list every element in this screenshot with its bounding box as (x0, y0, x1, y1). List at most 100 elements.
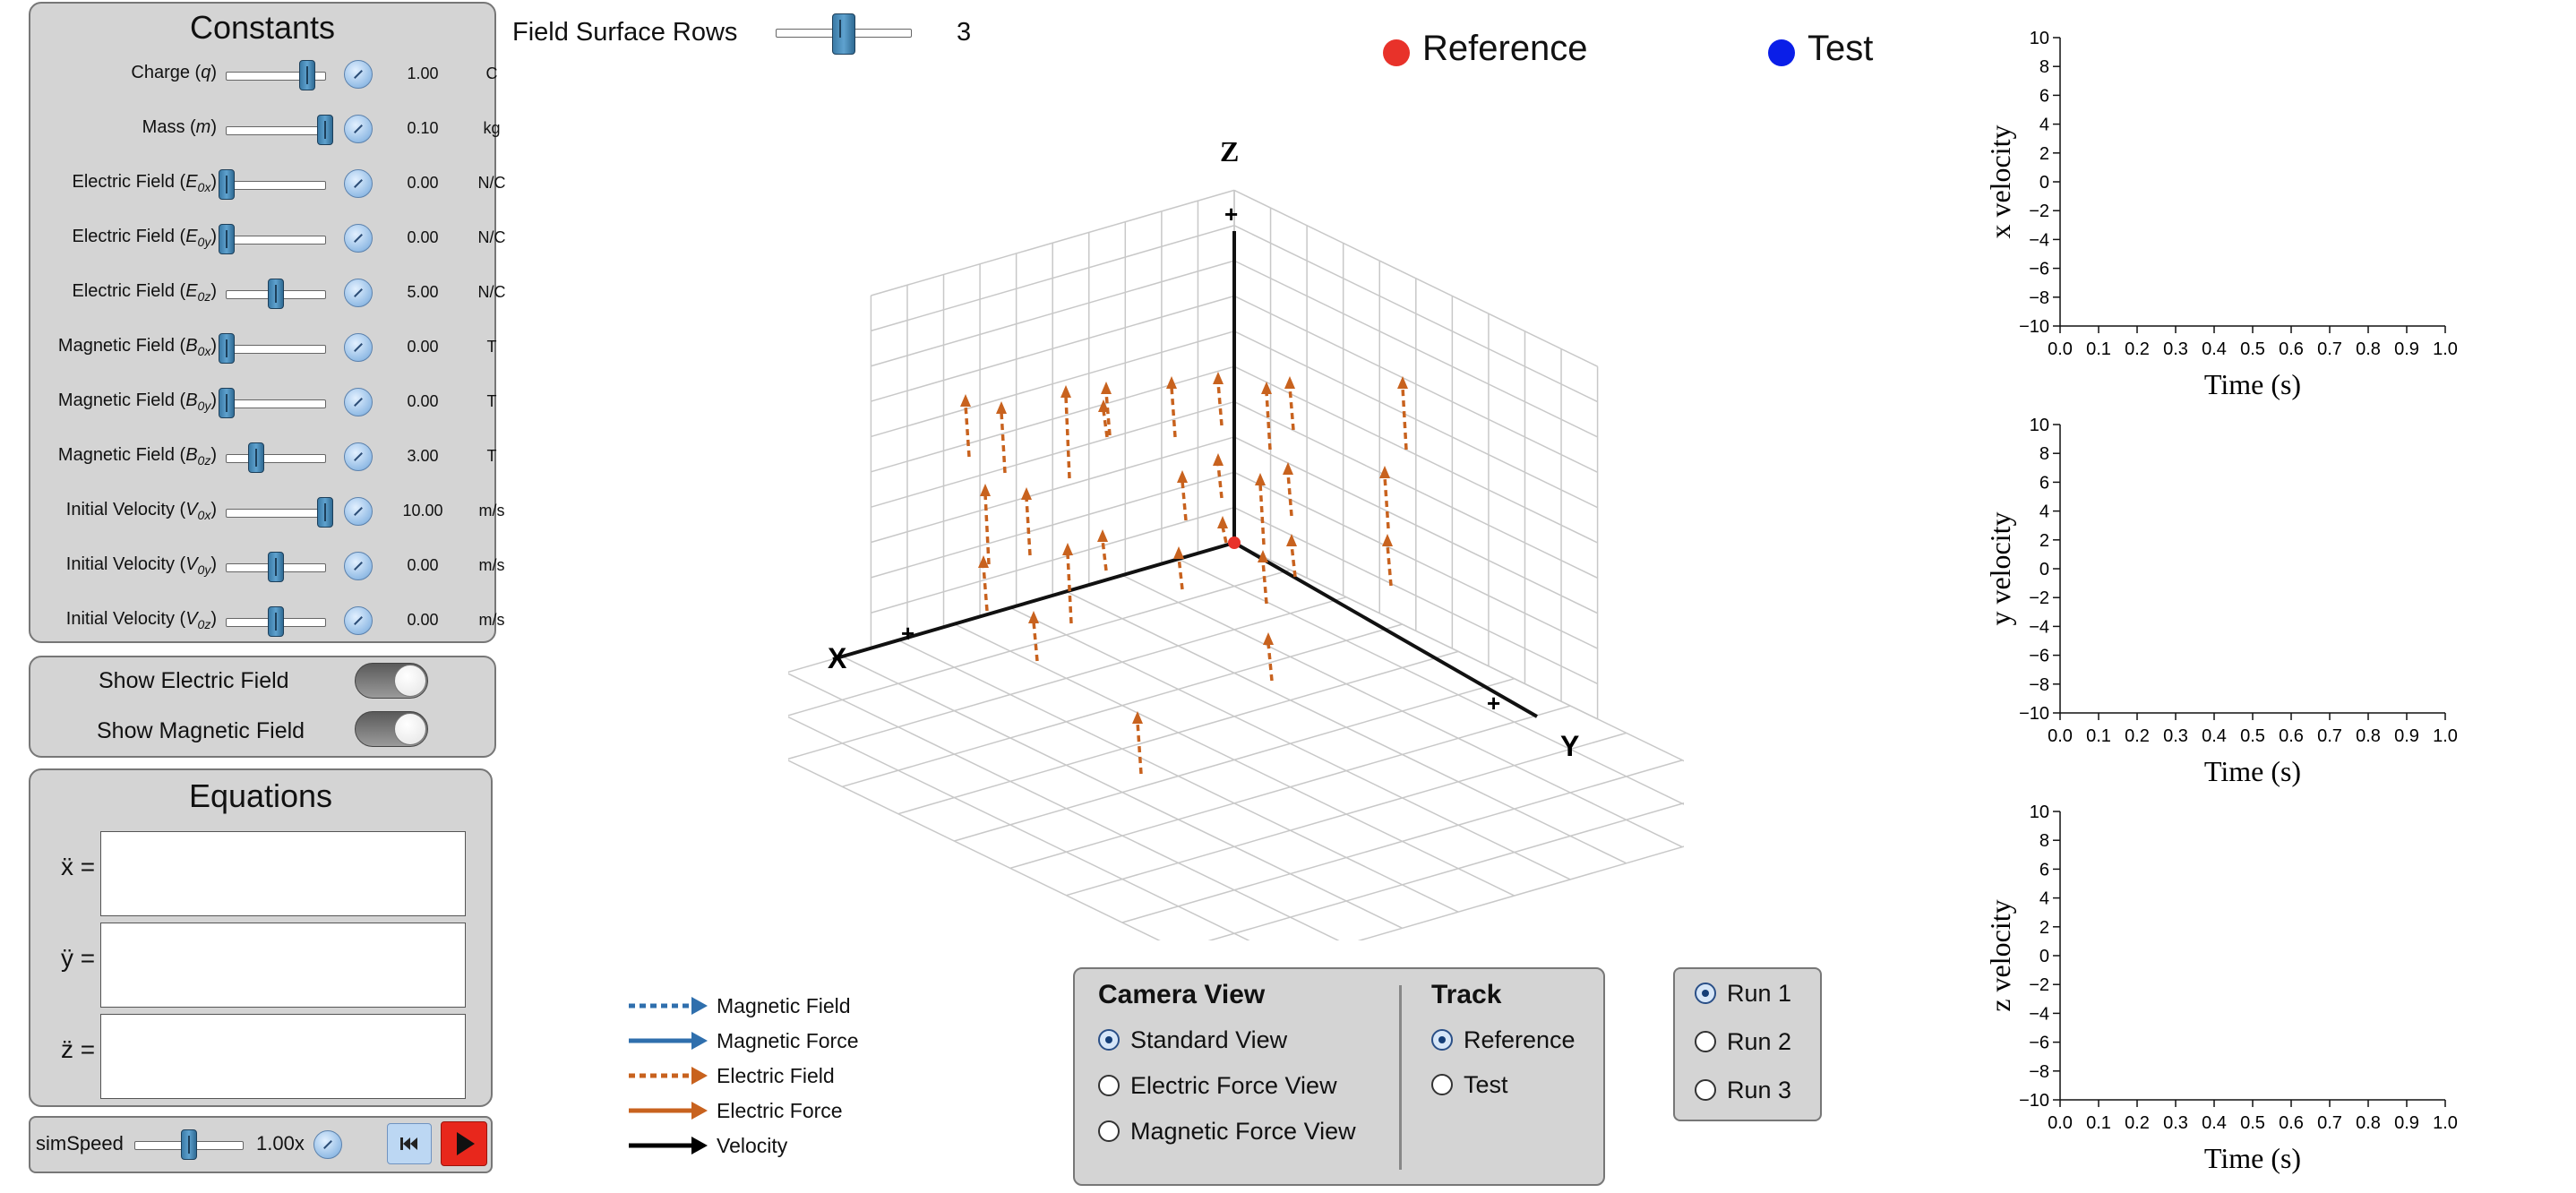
electric-field-arrow (1104, 391, 1112, 436)
x-tick-label: 0.0 (2048, 726, 2073, 746)
run-option[interactable]: Run 2 (1695, 1028, 1791, 1056)
constant-dial[interactable] (344, 388, 373, 416)
electric-field-arrow (1000, 411, 1007, 474)
constant-slider[interactable] (219, 388, 326, 418)
constant-dial[interactable] (344, 552, 373, 580)
constant-slider-knob[interactable] (248, 442, 264, 473)
field-surface-knob[interactable] (832, 13, 855, 55)
constant-slider[interactable] (226, 279, 326, 309)
x-tick-label: 0.6 (2279, 1113, 2304, 1133)
camera-view-option[interactable]: Electric Force View (1098, 1072, 1337, 1100)
constant-slider[interactable] (226, 442, 326, 473)
panel-divider (1399, 985, 1402, 1170)
constant-slider[interactable] (226, 115, 333, 145)
constant-dial[interactable] (344, 169, 373, 198)
y-accel-input[interactable] (100, 923, 466, 1008)
constant-dial[interactable] (344, 60, 373, 89)
play-button[interactable] (441, 1121, 487, 1166)
electric-field-arrow (1261, 560, 1268, 605)
y-tick-label: −8 (2029, 1062, 2049, 1082)
x-accel-input[interactable] (100, 831, 466, 916)
constant-dial[interactable] (344, 442, 373, 471)
constant-slider-knob[interactable] (317, 115, 333, 145)
constant-slider[interactable] (226, 552, 326, 582)
constant-slider-knob[interactable] (268, 552, 284, 582)
constant-dial[interactable] (344, 333, 373, 362)
constant-dial[interactable] (344, 279, 373, 307)
radio-icon[interactable] (1695, 1030, 1716, 1052)
constant-dial[interactable] (344, 115, 373, 143)
radio-icon[interactable] (1098, 1028, 1120, 1051)
y-tick-label: 6 (2039, 86, 2049, 106)
electric-field-arrowhead (1284, 376, 1295, 389)
scene-3d[interactable]: Z X Y + + + (788, 116, 1684, 940)
radio-icon[interactable] (1431, 1073, 1453, 1095)
electric-field-arrow (1025, 497, 1032, 556)
constant-slider-knob[interactable] (268, 606, 284, 637)
x-tick-label: 0.3 (2163, 339, 2188, 359)
constant-value: 0.00 (407, 338, 439, 356)
x-tick-label: 0.1 (2086, 726, 2111, 746)
y-tick-label: 10 (2030, 29, 2049, 48)
sim-speed-knob[interactable] (181, 1129, 197, 1160)
constant-slider[interactable] (226, 60, 326, 90)
x-tick-label: 0.3 (2163, 726, 2188, 746)
constant-slider[interactable] (226, 497, 333, 528)
constant-slider-knob[interactable] (219, 169, 235, 200)
constant-slider-knob[interactable] (219, 388, 235, 418)
track-option[interactable]: Test (1431, 1071, 1508, 1099)
y-tick-label: −4 (2029, 617, 2049, 637)
constant-slider-knob[interactable] (299, 60, 316, 90)
electric-field-arrowhead (1060, 385, 1071, 398)
constant-unit: N/C (477, 228, 506, 246)
electric-field-arrowhead (1173, 546, 1184, 559)
constant-slider-knob[interactable] (219, 333, 235, 364)
field-surface-label: Field Surface Rows (512, 18, 738, 47)
constant-slider-knob[interactable] (268, 279, 284, 309)
constant-dial[interactable] (344, 224, 373, 253)
z-accel-input[interactable] (100, 1014, 466, 1099)
constant-slider-knob[interactable] (219, 224, 235, 254)
electric-field-arrow (1032, 621, 1039, 662)
camera-view-option[interactable]: Standard View (1098, 1026, 1287, 1054)
x-accel-label: ẍ = (61, 853, 96, 880)
constant-slider[interactable] (226, 606, 326, 637)
constant-label: Mass (m) (142, 117, 217, 137)
radio-icon[interactable] (1695, 982, 1716, 1004)
constant-slider[interactable] (219, 224, 326, 254)
constant-slider[interactable] (219, 169, 326, 200)
camera-view-option[interactable]: Magnetic Force View (1098, 1118, 1356, 1146)
constant-slider[interactable] (219, 333, 326, 364)
electric-field-arrows (960, 372, 1408, 775)
y-tick-label: 0 (2039, 947, 2049, 966)
show-electric-toggle[interactable] (355, 663, 428, 699)
y-axis-title: x velocity (1984, 124, 2016, 238)
radio-icon[interactable] (1695, 1078, 1716, 1101)
rewind-button[interactable] (387, 1123, 432, 1164)
sim-speed-slider[interactable] (134, 1129, 244, 1160)
electric-field-arrowhead (1379, 466, 1390, 478)
constant-dial[interactable] (344, 606, 373, 635)
radio-icon[interactable] (1098, 1120, 1120, 1142)
y-tick-label: −10 (2019, 317, 2049, 337)
reference-label: Reference (1422, 29, 1588, 68)
radio-icon[interactable] (1098, 1074, 1120, 1096)
field-surface-slider[interactable] (776, 13, 912, 55)
radio-icon[interactable] (1431, 1028, 1453, 1051)
constant-slider-knob[interactable] (317, 497, 333, 528)
constant-unit: C (485, 64, 498, 82)
constant-unit: T (486, 447, 497, 465)
constant-dial[interactable] (344, 497, 373, 526)
equations-panel: Equations ẍ = ÿ = z̈ = (29, 768, 493, 1107)
x-tick-label: 0.4 (2202, 1113, 2227, 1133)
axes (832, 231, 1538, 718)
show-magnetic-toggle[interactable] (355, 711, 428, 747)
y-plus-tick: + (1487, 690, 1500, 717)
track-option[interactable]: Reference (1431, 1026, 1576, 1054)
run-option[interactable]: Run 3 (1695, 1077, 1791, 1104)
y-tick-label: 10 (2030, 416, 2049, 435)
sim-speed-dial[interactable] (313, 1130, 342, 1159)
run-option[interactable]: Run 1 (1695, 980, 1791, 1008)
